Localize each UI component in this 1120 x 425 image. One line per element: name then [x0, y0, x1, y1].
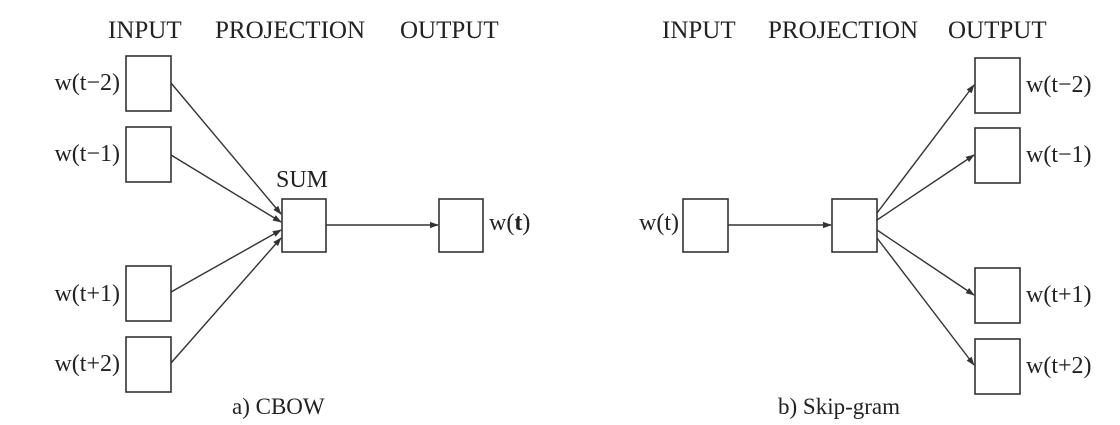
skipgram-projection-box — [831, 198, 878, 253]
cbow-sum-label: SUM — [276, 167, 328, 193]
skipgram-output-box-3 — [974, 267, 1021, 324]
skipgram-output-label-4: w(t+2) — [1026, 353, 1092, 379]
skipgram-output-label-1: w(t−2) — [1026, 72, 1092, 98]
skipgram-caption: b) Skip-gram — [778, 394, 900, 419]
cbow-arrow-in-2 — [170, 154, 282, 223]
skipgram-panel: INPUT PROJECTION OUTPUT w(t) w(t−2) w(t−… — [639, 17, 1092, 419]
skipgram-output-header: OUTPUT — [948, 17, 1047, 44]
cbow-input-label-4: w(t+2) — [54, 351, 120, 377]
cbow-output-header: OUTPUT — [400, 17, 499, 44]
cbow-panel: INPUT PROJECTION OUTPUT w(t−2) w(t−1) w(… — [54, 17, 530, 419]
skipgram-output-box-4 — [974, 338, 1021, 395]
cbow-input-box-3 — [125, 265, 172, 322]
skipgram-input-label: w(t) — [639, 210, 679, 236]
skipgram-output-label-3: w(t+1) — [1026, 282, 1092, 308]
cbow-caption: a) CBOW — [232, 394, 325, 419]
skipgram-output-box-2 — [974, 127, 1021, 184]
skipgram-arrow-out-4 — [876, 237, 975, 366]
cbow-input-label-2: w(t−1) — [54, 141, 120, 167]
skipgram-projection-header: PROJECTION — [768, 17, 918, 44]
cbow-input-label-1: w(t−2) — [54, 70, 120, 96]
skipgram-arrow-out-3 — [876, 229, 975, 296]
cbow-arrow-in-4 — [170, 237, 282, 364]
cbow-input-box-2 — [125, 126, 172, 183]
cbow-arrow-in-1 — [170, 82, 282, 215]
cbow-arrow-in-3 — [170, 229, 282, 293]
skipgram-output-label-2: w(t−1) — [1026, 142, 1092, 168]
cbow-input-box-1 — [125, 55, 172, 112]
skipgram-arrow-out-1 — [876, 84, 975, 214]
skipgram-input-header: INPUT — [662, 17, 736, 44]
cbow-input-header: INPUT — [108, 17, 182, 44]
skipgram-arrow-out-2 — [876, 154, 975, 221]
cbow-input-label-3: w(t+1) — [54, 281, 120, 307]
cbow-projection-box — [281, 198, 327, 253]
cbow-output-box — [438, 198, 484, 253]
cbow-input-box-4 — [125, 336, 172, 393]
cbow-projection-header: PROJECTION — [215, 17, 365, 44]
skipgram-output-box-1 — [974, 57, 1021, 114]
cbow-output-label: w(t) — [489, 210, 530, 236]
skipgram-input-box — [682, 198, 729, 253]
